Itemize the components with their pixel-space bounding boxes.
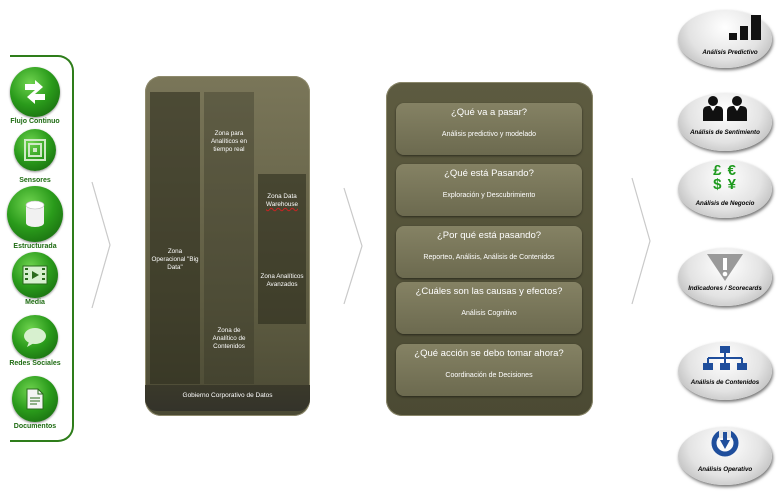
- source-documentos: Documentos: [3, 376, 67, 430]
- analytics-contenidos: Análisis de Contenidos: [678, 342, 772, 400]
- analytics-label: Análisis Operativo: [697, 466, 753, 473]
- zone-content: Zona de Analítico de Contenidos: [212, 327, 246, 350]
- warning-icon: [707, 254, 743, 281]
- zone-column: [258, 174, 306, 324]
- question-desc: Análisis predictivo y modelado: [441, 131, 537, 138]
- source-label: Redes Sociales: [9, 360, 61, 367]
- analytics-label: Análisis de Negocio: [695, 200, 755, 207]
- chevron-right-icon: [91, 181, 111, 309]
- analytics-negocio: £ €$ ¥ Análisis de Negocio: [678, 160, 772, 218]
- analytics-indicadores: Indicadores / Scorecards: [678, 248, 772, 306]
- analytics-predictivo: Análisis Predictivo: [678, 10, 772, 68]
- sources-bracket: [10, 55, 74, 442]
- source-label: Estructurada: [13, 243, 57, 250]
- analytics-label: Análisis de Sentimiento: [690, 129, 760, 136]
- zone-operational: Zona Operacional "Big Data": [151, 248, 199, 271]
- question-box: ¿Qué está Pasando? Exploración y Descubr…: [396, 164, 582, 216]
- source-label: Flujo Continuo: [10, 118, 60, 125]
- source-label: Sensores: [19, 177, 51, 184]
- analytics-label: Análisis Predictivo: [702, 49, 758, 56]
- analytics-label: Indicadores / Scorecards: [688, 285, 762, 292]
- question-title: ¿Cuáles son las causas y efectos?: [415, 286, 563, 297]
- source-redes-sociales: Redes Sociales: [3, 315, 67, 367]
- refresh-arrow-icon: [711, 430, 739, 457]
- question-box: ¿Cuáles son las causas y efectos? Anális…: [396, 282, 582, 334]
- currency-icon: £ €$ ¥: [713, 162, 737, 193]
- question-desc: Reporteo, Análisis, Análisis de Contenid…: [423, 254, 555, 261]
- document-icon: [12, 376, 58, 422]
- question-box: ¿Por qué está pasando? Reporteo, Análisi…: [396, 226, 582, 278]
- database-icon: [7, 186, 63, 242]
- question-desc: Exploración y Descubrimiento: [442, 192, 536, 199]
- source-sensores: Sensores: [3, 129, 67, 184]
- zone-column: [150, 92, 200, 384]
- source-flujo-continuo: Flujo Continuo: [3, 67, 67, 125]
- chevron-right-icon: [343, 187, 363, 305]
- flow-arrows-icon: [10, 67, 60, 117]
- analytics-label: Análisis de Contenidos: [690, 379, 760, 386]
- zone-realtime: Zona para Analíticos en tiempo real: [210, 130, 248, 153]
- zone-warehouse: Zona Data Warehouse: [266, 193, 298, 208]
- speech-bubble-icon: [12, 315, 58, 359]
- source-label: Documentos: [13, 423, 57, 430]
- zone-column: [204, 92, 254, 384]
- chevron-right-icon: [631, 177, 651, 305]
- question-title: ¿Qué está Pasando?: [444, 168, 534, 179]
- source-media: Media: [3, 252, 67, 306]
- source-label: Media: [25, 299, 45, 306]
- question-title: ¿Qué acción se debo tomar ahora?: [414, 348, 564, 359]
- film-icon: [12, 252, 58, 298]
- bar-chart-icon: [729, 15, 761, 40]
- question-box: ¿Qué va a pasar? Análisis predictivo y m…: [396, 103, 582, 155]
- governance-bar: Gobierno Corporativo de Datos: [145, 385, 310, 411]
- question-box: ¿Qué acción se debo tomar ahora? Coordin…: [396, 344, 582, 396]
- people-icon: [703, 96, 747, 121]
- analytics-operativo: Análisis Operativo: [678, 427, 772, 485]
- hierarchy-icon: [703, 346, 747, 370]
- source-estructurada: Estructurada: [3, 186, 67, 250]
- zone-advanced: Zona Analíticos Avanzados: [260, 273, 304, 288]
- question-desc: Análisis Cognitivo: [461, 310, 517, 317]
- sensor-icon: [14, 129, 56, 171]
- analytics-sentimiento: Análisis de Sentimiento: [678, 93, 772, 151]
- question-title: ¿Qué va a pasar?: [450, 107, 528, 118]
- question-title: ¿Por qué está pasando?: [436, 230, 542, 241]
- question-desc: Coordinación de Decisiones: [445, 372, 533, 379]
